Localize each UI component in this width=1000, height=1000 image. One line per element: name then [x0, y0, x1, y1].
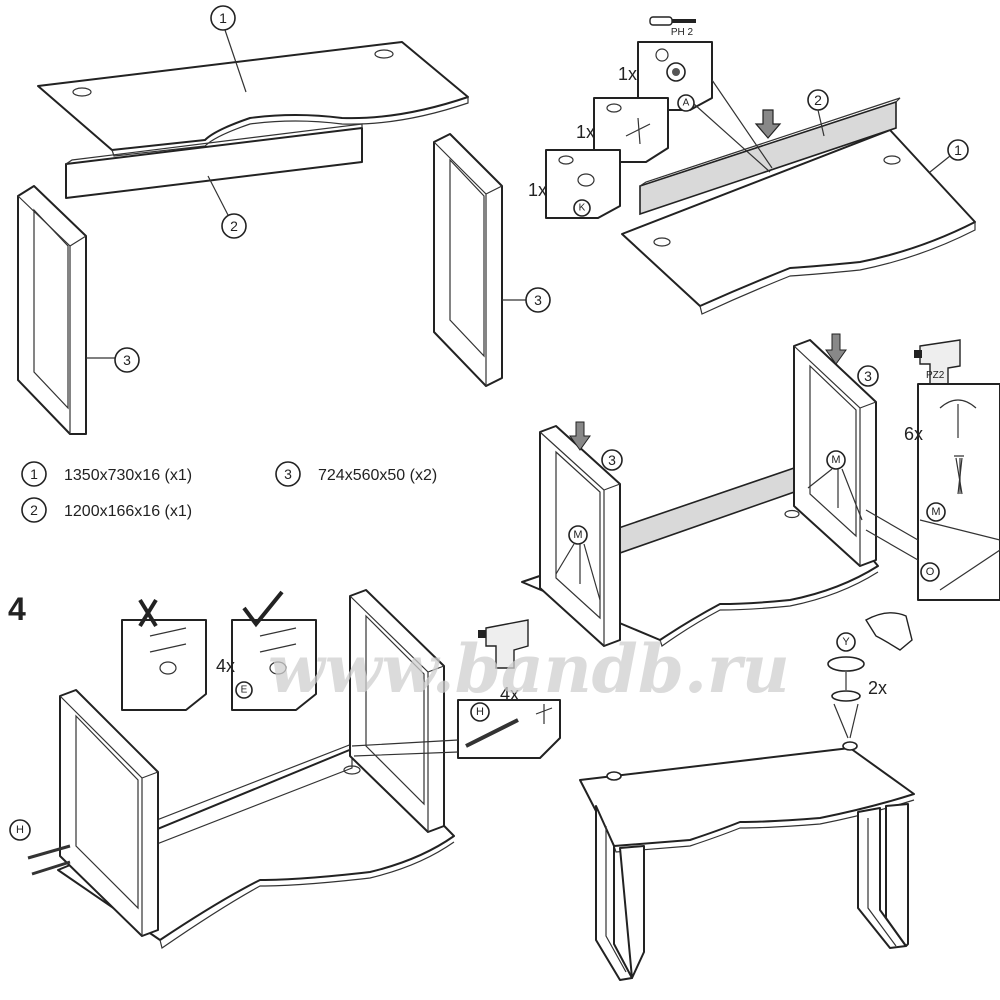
- svg-text:3: 3: [864, 368, 872, 384]
- part-3-callout-step-left: 3: [601, 449, 623, 471]
- svg-text:4x: 4x: [216, 656, 235, 676]
- fitting-detail-screws: 6x M O: [904, 383, 1000, 601]
- left-leg-frame-exploded: [17, 185, 87, 435]
- down-arrow-icon: [754, 109, 782, 139]
- svg-text:PZ2: PZ2: [926, 370, 945, 381]
- svg-text:1: 1: [219, 10, 227, 26]
- part-3-dims: 724x560x50 (x2): [318, 467, 437, 484]
- svg-text:O: O: [926, 566, 935, 578]
- hand-icon: [865, 612, 913, 651]
- part-2-callout: 2: [221, 213, 247, 239]
- wrong-fitting-detail: [121, 598, 207, 711]
- part-1-dims: 1350x730x16 (x1): [64, 467, 192, 484]
- fitting-detail-cam-bolt: 1x A: [618, 41, 713, 112]
- svg-text:M: M: [831, 454, 840, 466]
- part-2-callout-step: 2: [807, 89, 829, 137]
- fitting-detail-cam-lock: 1x K: [528, 149, 621, 219]
- part-1-callout: 1: [210, 5, 236, 31]
- down-arrow-left-icon: [569, 421, 591, 451]
- finished-desk: [579, 741, 915, 981]
- part-2-dims: 1200x166x16 (x1): [64, 503, 192, 520]
- check-mark-icon: [242, 590, 284, 628]
- svg-text:H: H: [16, 824, 24, 836]
- adjustable-foot-detail: Y 2x: [827, 612, 913, 739]
- part-3-callout-step-right: 3: [857, 365, 879, 387]
- correct-fitting-detail: 4x E: [216, 590, 317, 711]
- back-panel-step: [639, 97, 901, 216]
- svg-text:1: 1: [30, 466, 38, 482]
- svg-text:K: K: [579, 203, 586, 214]
- svg-text:E: E: [241, 685, 248, 696]
- drill-pz2-icon: PZ2: [914, 339, 961, 387]
- svg-text:1: 1: [954, 142, 962, 158]
- cross-mark-icon: [138, 598, 158, 628]
- svg-text:PH 2: PH 2: [671, 27, 694, 38]
- svg-text:M: M: [931, 506, 940, 518]
- svg-text:M: M: [573, 529, 582, 541]
- part-3-callout-left: 3: [114, 347, 140, 373]
- svg-text:1x: 1x: [576, 122, 595, 142]
- svg-text:4x: 4x: [500, 684, 519, 704]
- desktop-panel-step: [621, 129, 976, 315]
- back-panel-exploded: [65, 123, 363, 199]
- screw-m-callouts: M M: [555, 450, 863, 601]
- svg-text:3: 3: [123, 352, 131, 368]
- watermark: www.bandb.ru: [268, 630, 790, 708]
- svg-text:1x: 1x: [528, 180, 547, 200]
- parts-list: 1 1350x730x16 (x1) 2 1200x166x16 (x1) 3 …: [21, 461, 437, 523]
- svg-text:6x: 6x: [904, 424, 923, 444]
- svg-text:1x: 1x: [618, 64, 637, 84]
- right-leg-frame-exploded: [433, 133, 503, 387]
- svg-text:2: 2: [230, 218, 238, 234]
- svg-text:2: 2: [30, 502, 38, 518]
- svg-text:A: A: [683, 98, 690, 109]
- bolt-h-callout-left: H: [9, 819, 71, 876]
- svg-text:H: H: [476, 706, 484, 718]
- step-number: 4: [8, 591, 26, 627]
- screwdriver-ph2-icon: PH 2: [649, 16, 696, 38]
- desktop-panel-exploded: [37, 41, 469, 157]
- svg-text:3: 3: [534, 292, 542, 308]
- bolt-h-detail: 4x H: [457, 684, 561, 759]
- svg-text:3: 3: [284, 466, 292, 482]
- part-3-callout-right: 3: [525, 287, 551, 313]
- part-1-callout-step: 1: [929, 139, 969, 173]
- svg-text:3: 3: [608, 452, 616, 468]
- svg-text:Y: Y: [842, 636, 850, 648]
- svg-text:2: 2: [814, 92, 822, 108]
- frame-assembly-step4: [57, 589, 455, 949]
- down-arrow-right-icon: [825, 333, 847, 365]
- drill-icon-step4: [478, 619, 529, 669]
- svg-text:2x: 2x: [868, 678, 887, 698]
